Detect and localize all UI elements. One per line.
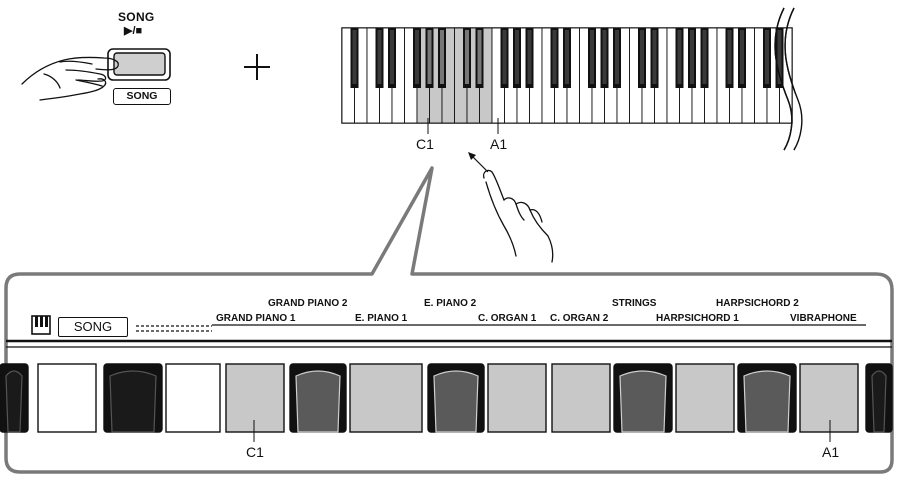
black-key-shine [415,30,419,84]
closeup-white-key [487,363,547,433]
black-key-shine [377,30,382,84]
key-label-c1: C1 [416,136,434,152]
keyboard-icon [31,315,51,335]
pointing-hand-icon [482,169,554,263]
black-key-shine [515,30,519,84]
closeup-white-key [799,363,859,433]
plus-icon [244,54,270,80]
black-key-shine [590,30,594,84]
closeup-white-key [37,363,97,433]
black-key-shine [615,30,619,84]
voice-label-vibraphone: VIBRAPHONE [790,313,857,324]
closeup-black-key-face [433,370,479,433]
black-key-shine [477,30,482,84]
pressing-hand-icon [21,56,119,101]
key-label-a1: A1 [490,136,508,152]
black-key-shine [552,30,557,84]
closeup-white-key [225,363,285,433]
black-key-shine [740,30,744,84]
black-key-shine [352,30,357,84]
black-key-shine [765,30,769,84]
black-key-shine [465,30,469,84]
black-key-shine [527,30,532,84]
closeup-key-label-a1: A1 [822,444,840,460]
voice-label-c-organ-1: C. ORGAN 1 [478,313,537,324]
song-button-title: SONG [118,10,155,24]
song-play-stop-button[interactable] [107,48,171,81]
closeup-black-key-face [295,370,341,433]
voice-label-e-piano-1: E. PIANO 1 [355,313,408,324]
closeup-black-key-face [743,370,791,433]
black-key-shine [652,30,657,84]
black-key-shine [690,30,694,84]
closeup-white-key [551,363,611,433]
closeup-white-key [165,363,221,433]
voice-label-c-organ-2: C. ORGAN 2 [550,313,609,324]
voice-label-harpsichord-1: HARPSICHORD 1 [656,313,739,324]
black-key-shine [777,30,782,84]
voice-label-grand-piano-1: GRAND PIANO 1 [216,313,296,324]
song-button-tag: SONG [113,88,171,105]
voice-label-strings: STRINGS [612,298,657,309]
black-key-shine [602,30,607,84]
closeup-key-label-c1: C1 [246,444,264,460]
black-key-shine [677,30,682,84]
closeup-black-key-face [619,370,667,433]
closeup-white-key [675,363,735,433]
closeup-black-key-face [871,370,887,433]
voice-label-grand-piano-2: GRAND PIANO 2 [268,298,348,309]
up-arrow-icon [468,152,489,173]
closeup-white-key [349,363,423,433]
keyboard-overview [341,27,793,124]
black-key-shine [727,30,732,84]
play-stop-icon: ▶/■ [124,25,143,37]
black-key-shine [502,30,507,84]
black-key-shine [440,30,444,84]
black-key-shine [702,30,707,84]
black-key-shine [427,30,432,84]
song-panel-label: SONG [58,317,128,337]
voice-label-e-piano-2: E. PIANO 2 [424,298,477,309]
black-key-shine [390,30,394,84]
closeup-black-key-face [109,370,157,433]
closeup-black-key-face [5,370,23,433]
black-key-shine [565,30,569,84]
keyboard-closeup [0,363,893,433]
black-key-shine [640,30,644,84]
voice-label-harpsichord-2: HARPSICHORD 2 [716,298,799,309]
